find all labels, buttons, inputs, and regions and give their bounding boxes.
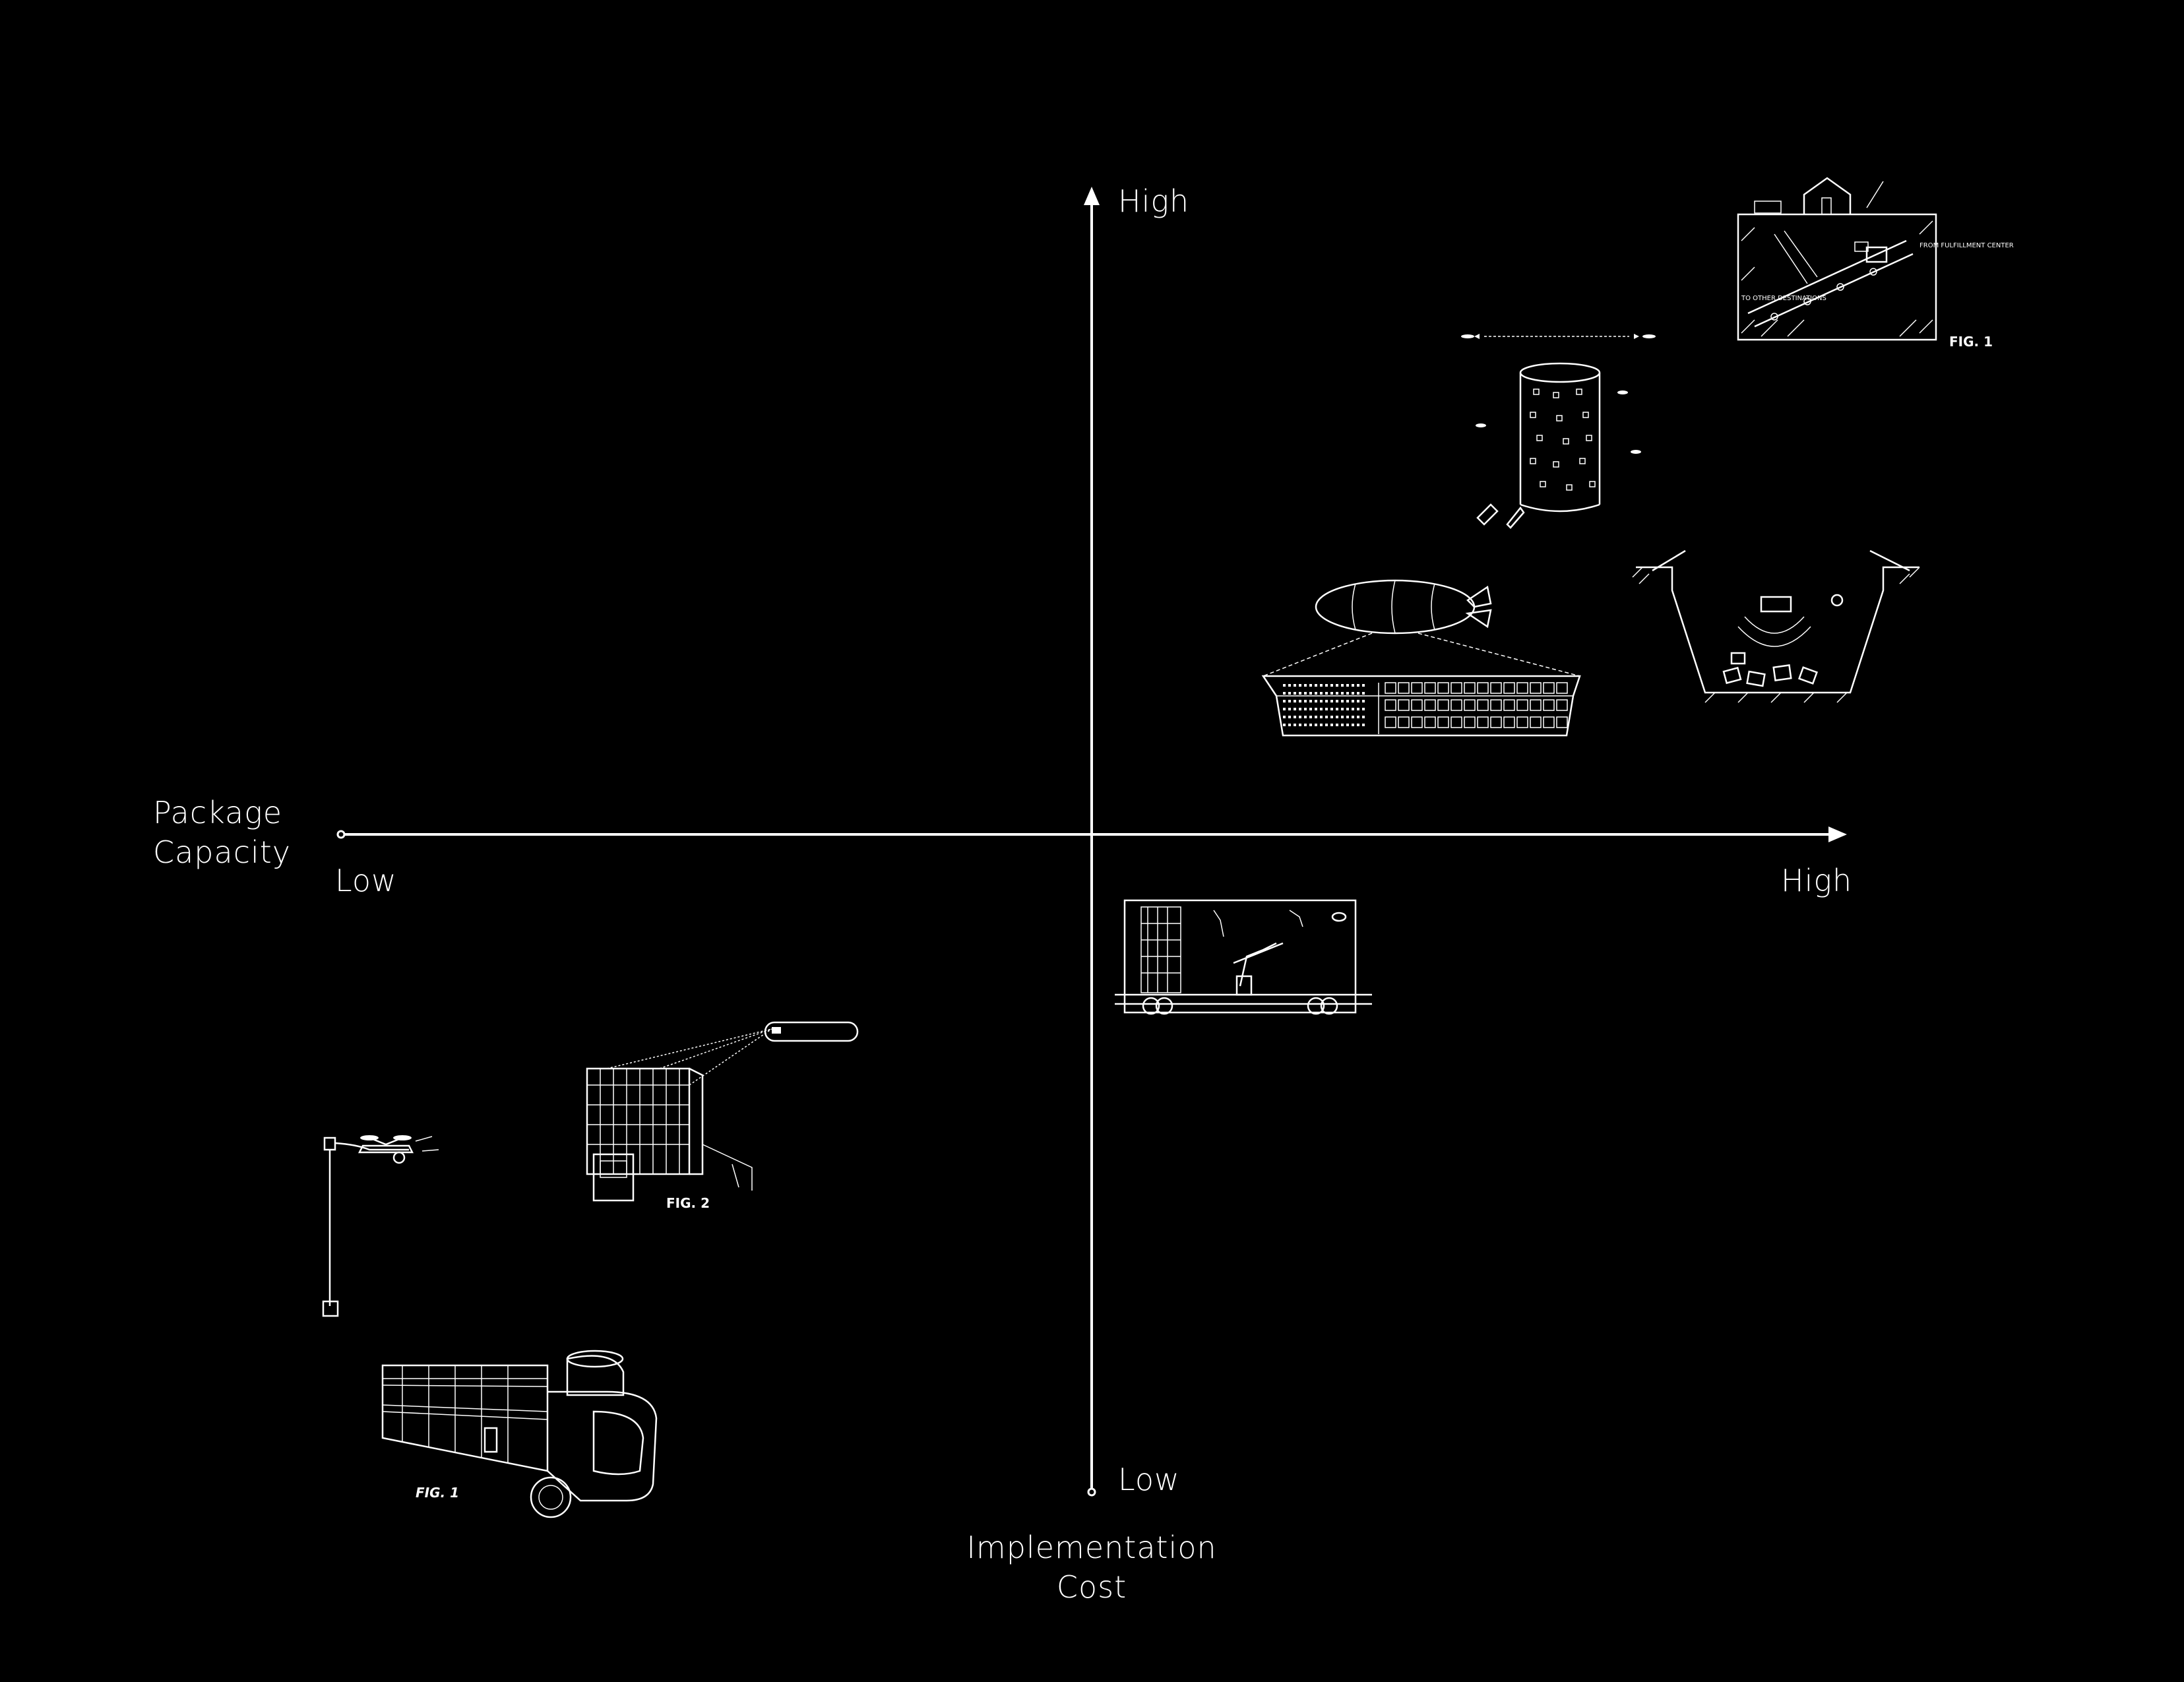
- y-axis-high-label: High: [1118, 183, 1190, 219]
- x-axis-title-line1: Package: [153, 795, 283, 830]
- x-axis-title-line2: Capacity: [153, 834, 292, 870]
- underground-pit-figure: [1632, 538, 1923, 709]
- y-axis-title: Implementation Cost: [960, 1528, 1224, 1607]
- rail-car-figure: [1111, 877, 1388, 1036]
- locker-fig-label: FIG. 2: [666, 1195, 710, 1211]
- underground-delivery-figure: FROM FULFILLMENT CENTER TO OTHER DESTINA…: [1735, 168, 2014, 353]
- y-axis-title-line1: Implementation: [966, 1530, 1217, 1565]
- y-axis-arrowhead: [1084, 187, 1100, 205]
- delivery-truck-figure: FIG. 1: [376, 1339, 666, 1537]
- truck-fig-label: FIG. 1: [416, 1485, 459, 1501]
- y-axis-title-line2: Cost: [1056, 1569, 1127, 1605]
- underground-text1: FROM FULFILLMENT CENTER: [1919, 242, 2014, 249]
- x-axis-title: Package Capacity: [153, 793, 291, 872]
- streetlight-drone-figure: [317, 1118, 468, 1323]
- y-axis-origin-dot: [1087, 1487, 1096, 1497]
- y-axis-low-label: Low: [1118, 1462, 1180, 1497]
- x-axis-high-label: High: [1781, 863, 1853, 898]
- underground-text2: TO OTHER DESTINATIONS: [1741, 295, 1826, 302]
- x-axis-low-label: Low: [335, 863, 397, 898]
- underground-fig-label: FIG. 1: [1949, 334, 1993, 350]
- x-axis-arrowhead: [1828, 826, 1847, 842]
- locker-drone-figure: FIG. 2: [580, 1012, 859, 1211]
- drone-tower-figure: [1458, 327, 1662, 531]
- airship-fulfillment-figure: [1257, 564, 1586, 749]
- x-axis-origin-dot: [336, 830, 346, 839]
